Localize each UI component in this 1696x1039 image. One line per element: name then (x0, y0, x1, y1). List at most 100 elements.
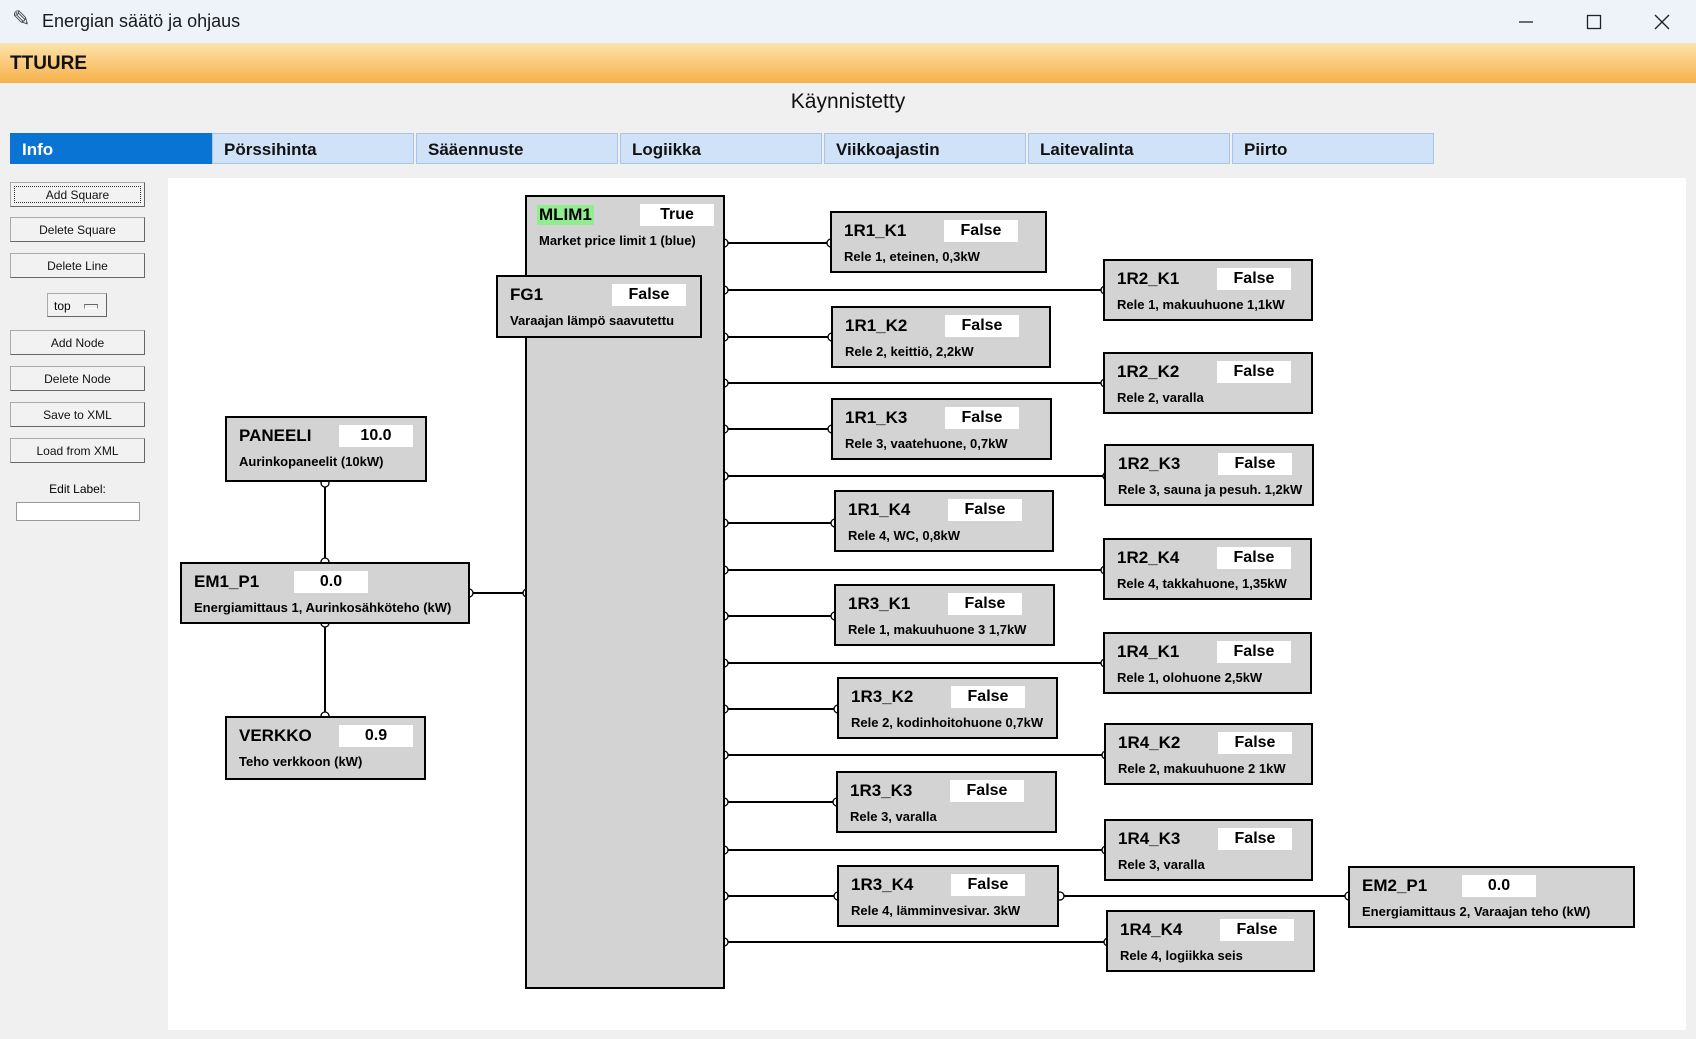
node-desc: Rele 4, WC, 0,8kW (848, 528, 960, 543)
maximize-button[interactable] (1560, 0, 1628, 43)
node-value: False (1217, 268, 1291, 290)
status-text: Käynnistetty (790, 90, 906, 113)
node-name: 1R1_K1 (844, 221, 907, 240)
node-name: 1R1_K3 (845, 408, 908, 427)
node-desc: Rele 4, logiikka seis (1120, 948, 1243, 963)
node-value: False (1220, 919, 1294, 941)
save-xml-button[interactable]: Save to XML (10, 402, 145, 427)
node-name: VERKKO (239, 726, 312, 745)
node-name: EM2_P1 (1362, 876, 1428, 895)
node-1r4-k4[interactable]: 1R4_K4 False Rele 4, logiikka seis (1106, 910, 1315, 972)
node-1r1-k4[interactable]: 1R1_K4 False Rele 4, WC, 0,8kW (834, 490, 1054, 552)
tab-porssihinta[interactable]: Pörssihinta (212, 133, 414, 164)
node-verkko[interactable]: VERKKO 0.9 Teho verkkoon (kW) (225, 716, 426, 780)
node-desc: Rele 3, sauna ja pesuh. 1,2kW (1118, 482, 1303, 497)
node-1r2-k4[interactable]: 1R2_K4 False Rele 4, takkahuone, 1,35kW (1103, 538, 1312, 600)
node-1r4-k2[interactable]: 1R4_K2 False Rele 2, makuuhuone 2 1kW (1104, 723, 1313, 785)
tab-piirto[interactable]: Piirto (1232, 133, 1434, 164)
edit-label-caption: Edit Label: (49, 482, 106, 496)
node-1r2-k1[interactable]: 1R2_K1 False Rele 1, makuuhuone 1,1kW (1103, 259, 1313, 321)
tab-logiikka[interactable]: Logiikka (620, 133, 822, 164)
dropdown-indicator-icon (84, 304, 98, 309)
node-value: False (1217, 547, 1291, 569)
node-1r1-k3[interactable]: 1R1_K3 False Rele 3, vaatehuone, 0,7kW (831, 398, 1052, 460)
node-fg1[interactable]: FG1 False Varaajan lämpö saavutettu (496, 275, 702, 338)
node-desc: Aurinkopaneelit (10kW) (239, 454, 384, 469)
node-1r2-k2[interactable]: 1R2_K2 False Rele 2, varalla (1103, 352, 1313, 414)
node-1r4-k1[interactable]: 1R4_K1 False Rele 1, olohuone 2,5kW (1103, 632, 1312, 694)
tab-viikkoajastin[interactable]: Viikkoajastin (824, 133, 1026, 164)
node-value: 0.0 (294, 571, 368, 593)
node-desc: Rele 1, olohuone 2,5kW (1117, 670, 1263, 685)
node-value: False (1217, 641, 1291, 663)
node-desc: Rele 2, kodinhoitohuone 0,7kW (851, 715, 1044, 730)
node-name: 1R2_K3 (1118, 454, 1181, 473)
node-1r2-k3[interactable]: 1R2_K3 False Rele 3, sauna ja pesuh. 1,2… (1104, 444, 1314, 506)
app-brand: TTUURE (10, 53, 88, 74)
node-name: 1R3_K1 (848, 594, 911, 613)
node-value: False (612, 284, 686, 306)
node-value: False (950, 780, 1024, 802)
node-desc: Rele 4, takkahuone, 1,35kW (1117, 576, 1287, 591)
title-bar: ✎ Energian säätö ja ohjaus (0, 0, 1696, 43)
feather-icon: ✎ (12, 7, 31, 32)
app-header: TTUURE (0, 43, 1696, 83)
node-desc: Teho verkkoon (kW) (239, 754, 363, 769)
node-desc: Varaajan lämpö saavutettu (510, 313, 675, 328)
tab-info[interactable]: Info (10, 133, 212, 164)
add-square-button[interactable]: Add Square (10, 182, 145, 207)
node-desc: Rele 1, makuuhuone 3 1,7kW (848, 622, 1027, 637)
node-value: False (951, 874, 1025, 896)
node-desc: Rele 1, eteinen, 0,3kW (844, 249, 980, 264)
node-em1-p1[interactable]: EM1_P1 0.0 Energiamittaus 1, Aurinkosähk… (180, 562, 470, 624)
edit-label-input[interactable] (16, 502, 140, 521)
node-1r3-k2[interactable]: 1R3_K2 False Rele 2, kodinhoitohuone 0,7… (837, 677, 1058, 739)
node-1r1-k2[interactable]: 1R1_K2 False Rele 2, keittiö, 2,2kW (831, 306, 1051, 368)
node-1r1-k1[interactable]: 1R1_K1 False Rele 1, eteinen, 0,3kW (830, 211, 1047, 273)
node-value: False (948, 593, 1022, 615)
maximize-icon (1586, 14, 1602, 29)
node-desc: Rele 2, keittiö, 2,2kW (845, 344, 974, 359)
node-name: 1R2_K2 (1117, 362, 1180, 381)
node-desc: Energiamittaus 1, Aurinkosähköteho (kW) (194, 600, 452, 615)
close-icon (1654, 14, 1670, 29)
delete-node-button[interactable]: Delete Node (10, 366, 145, 391)
close-button[interactable] (1628, 0, 1696, 43)
node-desc: Rele 1, makuuhuone 1,1kW (1117, 297, 1285, 312)
position-select[interactable]: top (47, 293, 107, 317)
node-name: 1R1_K2 (845, 316, 908, 335)
node-1r3-k1[interactable]: 1R3_K1 False Rele 1, makuuhuone 3 1,7kW (834, 584, 1055, 646)
node-name: MLIM1 (537, 205, 594, 225)
node-value: False (945, 407, 1019, 429)
tab-laitevalinta[interactable]: Laitevalinta (1028, 133, 1230, 164)
node-1r3-k4[interactable]: 1R3_K4 False Rele 4, lämminvesivar. 3kW (837, 865, 1059, 927)
window-title: Energian säätö ja ohjaus (42, 11, 241, 31)
tab-saaennuste[interactable]: Sääennuste (416, 133, 618, 164)
node-name: 1R4_K4 (1120, 920, 1183, 939)
node-value: False (1218, 453, 1292, 475)
node-name: 1R2_K4 (1117, 548, 1180, 567)
node-name: 1R4_K3 (1118, 829, 1181, 848)
node-name: 1R2_K1 (1117, 269, 1180, 288)
node-value: 0.9 (339, 725, 413, 747)
node-1r3-k3[interactable]: 1R3_K3 False Rele 3, varalla (836, 771, 1057, 833)
node-name: 1R3_K2 (851, 687, 914, 706)
node-paneeli[interactable]: PANEELI 10.0 Aurinkopaneelit (10kW) (225, 416, 427, 482)
diagram-canvas[interactable]: MLIM1 True Market price limit 1 (blue) F… (168, 178, 1686, 1030)
add-node-button[interactable]: Add Node (10, 330, 145, 355)
node-1r4-k3[interactable]: 1R4_K3 False Rele 3, varalla (1104, 819, 1313, 881)
delete-line-button[interactable]: Delete Line (10, 253, 145, 278)
node-value: 10.0 (339, 425, 413, 447)
node-value: False (1218, 732, 1292, 754)
delete-square-button[interactable]: Delete Square (10, 217, 145, 242)
node-name: 1R4_K2 (1118, 733, 1181, 752)
node-desc: Rele 3, varalla (1118, 857, 1205, 872)
node-value: True (640, 204, 714, 226)
node-desc: Market price limit 1 (blue) (539, 233, 696, 248)
node-em2-p1[interactable]: EM2_P1 0.0 Energiamittaus 2, Varaajan te… (1348, 866, 1635, 928)
node-desc: Rele 2, varalla (1117, 390, 1204, 405)
node-desc: Rele 4, lämminvesivar. 3kW (851, 903, 1021, 918)
minimize-button[interactable] (1492, 0, 1560, 43)
load-xml-button[interactable]: Load from XML (10, 438, 145, 463)
node-name: 1R4_K1 (1117, 642, 1180, 661)
